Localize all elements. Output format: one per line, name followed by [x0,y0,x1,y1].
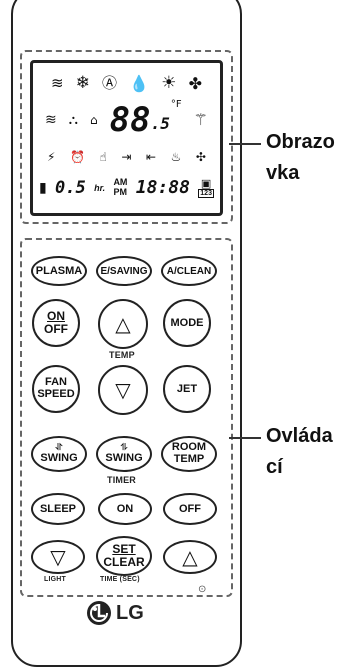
set-label: SET [112,542,136,557]
set-clear-button[interactable]: SET CLEAR [96,536,152,576]
heater-icon: ♨ [170,150,182,164]
display-area-outline [20,50,233,224]
timer-on-button[interactable]: ON [98,493,152,525]
temp-down-button[interactable]: ▽ [98,365,148,415]
on-label: ON [47,309,65,324]
temp-digits: 88 [109,100,151,140]
airflow-icon: ≋ [45,112,57,128]
timer-label: TIMER [107,475,136,485]
off-timer-icon: ⇤ [145,150,157,164]
lock-icon: ▣ [200,176,212,190]
display-callout-line [229,143,261,145]
room-label: ROOM [171,441,207,454]
display-callout-line2: vka [266,162,300,184]
on-timer-icon: ⇥ [121,150,132,164]
triangle-up-icon: △ [115,312,131,336]
swing-vertical-button[interactable]: ⥯ SWING [31,436,87,472]
light-label: LIGHT [44,576,66,583]
pm-indicator: PM [113,186,127,197]
aclean-button[interactable]: A/CLEAN [161,256,217,286]
fan-label: FAN [44,376,67,389]
time-up-button[interactable]: △ [163,540,217,574]
fan-icon: ✤ [188,73,202,93]
fan-speed-button[interactable]: FAN SPEED [32,365,80,413]
heat-sun-icon: ☀ [161,73,177,93]
esaving-button[interactable]: E/SAVING [96,256,152,286]
controls-callout: Ovláda cí [266,421,333,483]
on-off-button[interactable]: ON OFF [32,299,80,347]
fan-small-icon: ✣ [195,150,206,164]
speed-label: SPEED [37,388,75,400]
swing-horizontal-icon: ⥮ [120,442,128,453]
swing-horizontal-label: SWING [105,451,143,464]
temp-decimal: .5 [150,114,170,133]
reset-icon: ⊙ [198,584,207,595]
triangle-down-icon: ▽ [50,545,66,569]
degree-icon: °F [170,99,182,110]
timer-hours: 0.5 [55,177,86,198]
room-temp-button[interactable]: ROOM TEMP [161,436,217,472]
mode-button[interactable]: MODE [163,299,211,347]
am-indicator: AM [113,177,128,188]
swing-icon: ⚚ [193,110,208,129]
room-temp-label: TEMP [173,453,205,465]
temp-mode-icon: ⌂ [89,113,98,127]
swing-vertical-label: SWING [40,451,78,464]
plasma-icon: ≋ [51,74,64,92]
display-callout-line1: Obrazo [266,131,335,153]
swing-vertical-icon: ⥯ [55,442,63,453]
swing-horizontal-button[interactable]: ⥮ SWING [96,436,152,472]
control-area-outline [20,238,233,597]
battery-icon: ▮ [39,179,47,196]
clear-label: CLEAR [103,555,145,569]
off-label: OFF [44,322,68,336]
triangle-up-icon: △ [182,545,198,569]
clock-icon: ⏰ [69,150,85,164]
time-down-button[interactable]: ▽ [31,540,85,574]
controls-callout-line1: Ovláda [266,425,333,447]
timer-off-button[interactable]: OFF [163,493,217,525]
dry-droplet-icon: 💧 [129,73,150,93]
brand-text: LG [116,601,144,624]
temp-up-button[interactable]: △ [98,299,148,349]
energy-icon: ⚡ [47,150,56,164]
fan-speed-icon: ⛬ [68,112,78,128]
controls-callout-line [229,437,261,439]
jet-button[interactable]: JET [163,365,211,413]
timer-unit: hr. [94,182,106,193]
display-callout: Obrazo vka [266,127,335,189]
controls-callout-line2: cí [266,456,283,478]
lg-face-icon [87,601,111,625]
temp-label: TEMP [109,350,135,360]
auto-mode-icon: Ⓐ [102,74,118,92]
lcd-screen: ≋ ❄ Ⓐ 💧 ☀ ✤ ≋ ⛬ ⌂ 88 .5 °F ⚚ ⚡ ⏰ ☝ ⇥ ⇤ ♨… [30,60,223,216]
cool-snowflake-icon: ❄ [75,73,90,93]
clock-digits: 18:88 [135,177,190,198]
plasma-button[interactable]: PLASMA [31,256,87,286]
badge-123: 123 [198,188,214,198]
triangle-down-icon: ▽ [115,378,131,402]
sleep-button[interactable]: SLEEP [31,493,85,525]
lg-logo: LG [86,600,144,626]
hand-icon: ☝ [99,150,107,164]
time-sec-label: TIME (SEC) [100,576,140,583]
